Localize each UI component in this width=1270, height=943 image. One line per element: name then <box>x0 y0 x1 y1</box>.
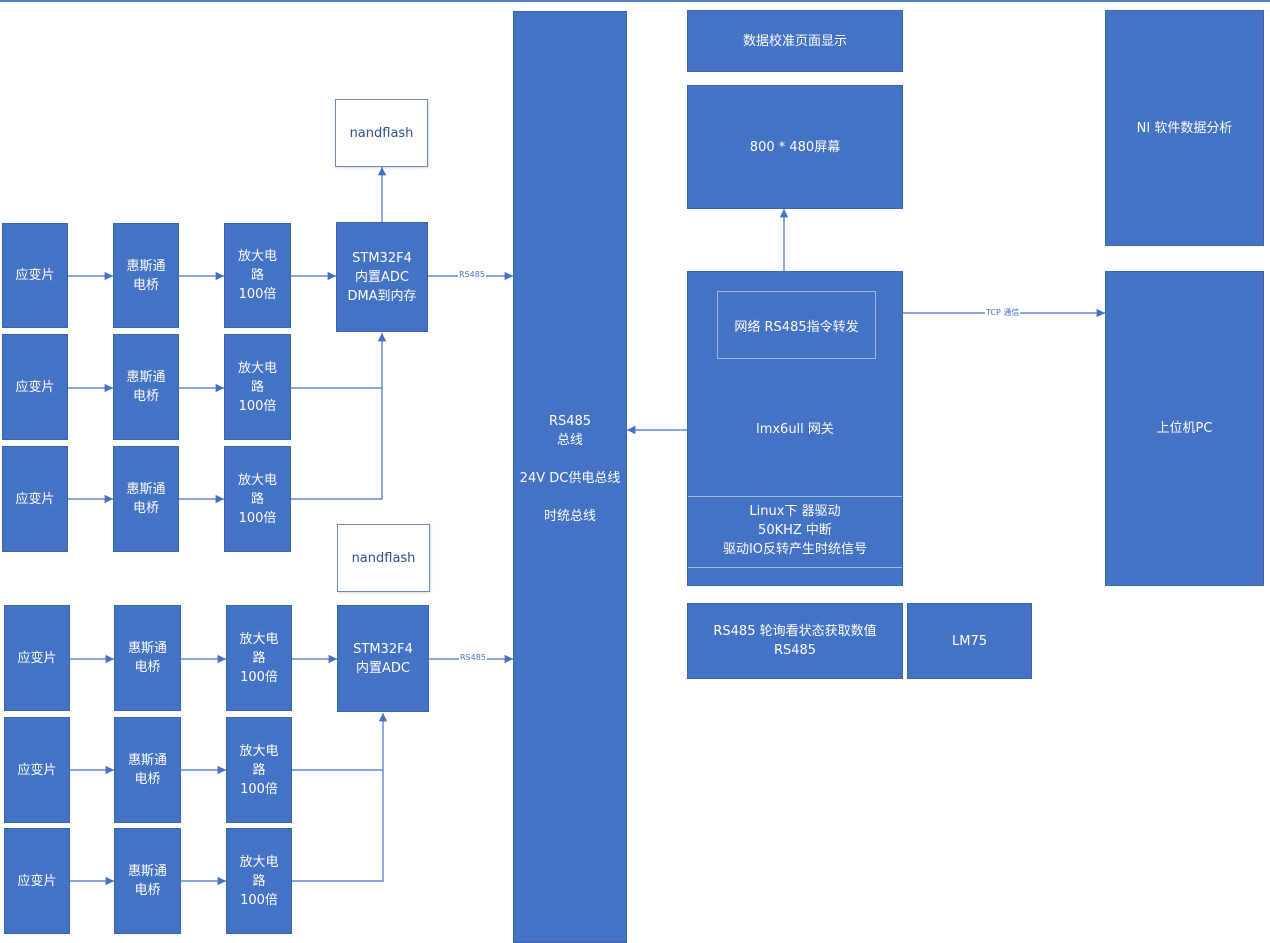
lm75: LM75 <box>907 603 1032 679</box>
screen-800x480: 800 * 480屏幕 <box>687 85 903 209</box>
amplifier-b2: 放大电 路 100倍 <box>226 717 292 823</box>
strain-gauge-b2: 应变片 <box>4 717 70 823</box>
amplifier-b1: 放大电 路 100倍 <box>226 605 292 711</box>
imx6ull-gateway <box>687 271 903 586</box>
bridge-b2: 惠斯通 电桥 <box>114 717 181 823</box>
amplifier-a3: 放大电 路 100倍 <box>224 446 291 552</box>
rs485-label-b: RS485 <box>459 653 487 663</box>
amplifier-a1: 放大电 路 100倍 <box>224 223 291 328</box>
arrow-amp-stm-b3 <box>292 770 384 882</box>
ni-software-analysis: NI 软件数据分析 <box>1105 10 1264 246</box>
calibration-page-display: 数据校准页面显示 <box>687 10 903 72</box>
bridge-b3: 惠斯通 电桥 <box>114 828 181 934</box>
strain-gauge-a1: 应变片 <box>2 223 68 328</box>
bridge-a2: 惠斯通 电桥 <box>113 334 179 440</box>
strain-gauge-b1: 应变片 <box>4 605 70 711</box>
bridge-a3: 惠斯通 电桥 <box>113 446 179 552</box>
amplifier-b3: 放大电 路 100倍 <box>226 828 292 934</box>
gateway-label: lmx6ull 网关 <box>756 422 834 437</box>
top-border <box>0 0 1270 2</box>
network-rs485-forward: 网络 RS485指令转发 <box>717 291 876 359</box>
strain-gauge-a2: 应变片 <box>2 334 68 440</box>
nandflash-a: nandflash <box>335 99 428 167</box>
arrow-amp-stm-b2 <box>292 713 388 771</box>
strain-gauge-b3: 应变片 <box>4 828 70 934</box>
rs485-polling: RS485 轮询看状态获取数值 RS485 <box>687 603 903 679</box>
stm32-a: STM32F4 内置ADC DMA到内存 <box>336 222 428 332</box>
gateway-divider-top <box>688 496 902 497</box>
host-pc: 上位机PC <box>1105 271 1264 586</box>
arrow-amp-stm-a3 <box>291 388 383 500</box>
bridge-b1: 惠斯通 电桥 <box>114 605 181 711</box>
bridge-a1: 惠斯通 电桥 <box>113 223 179 328</box>
nandflash-b: nandflash <box>337 524 430 592</box>
rs485-bus: RS485 总线 24V DC供电总线 时统总线 <box>513 11 627 943</box>
stm32-b: STM32F4 内置ADC <box>337 605 429 712</box>
strain-gauge-a3: 应变片 <box>2 446 68 552</box>
amplifier-a2: 放大电 路 100倍 <box>224 334 291 440</box>
rs485-label-a: RS485 <box>458 270 486 280</box>
arrow-amp-stm-a2 <box>291 333 387 389</box>
linux-driver-label: Linux下 器驱动 50KHZ 中断 驱动IO反转产生时统信号 <box>722 504 868 557</box>
gateway-divider-bottom <box>688 567 902 568</box>
tcp-label: TCP 通信 <box>985 308 1021 318</box>
